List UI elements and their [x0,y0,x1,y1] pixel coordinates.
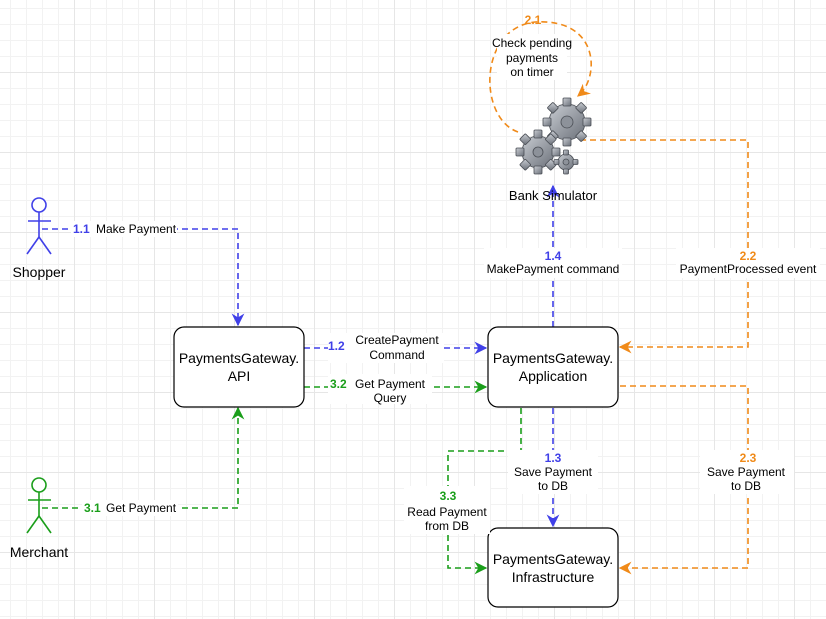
flow-2-3-label-line1: Save Payment [707,465,786,479]
flow-3-3-label-line1: Read Payment [407,505,487,519]
bank-simulator-label: Bank Simulator [509,188,598,203]
flow-2-1-label-line2: payments [506,51,558,65]
application-component[interactable]: PaymentsGateway. Application [487,326,619,408]
merchant-label: Merchant [10,544,68,560]
shopper-actor-icon [26,197,52,255]
flow-2-2-number: 2.2 [740,249,757,263]
flow-3-1-line [42,406,245,509]
flow-2-3-line [618,385,749,575]
flow-3-2-number: 3.2 [330,377,347,391]
flow-1-3-label-line1: Save Payment [514,465,593,479]
flow-2-2-label: PaymentProcessed event [680,262,817,276]
flow-1-3-label-line2: to DB [538,479,568,493]
flow-3-3-number: 3.3 [440,489,457,503]
flow-1-2-number: 1.2 [328,339,345,353]
flow-2-1-label-line3: on timer [510,65,553,79]
bank-simulator-gears-icon[interactable] [515,97,592,175]
flow-2-1-line [489,21,592,133]
api-title-line1: PaymentsGateway. [179,350,299,366]
api-title-line2: API [228,368,251,384]
flow-3-1-number: 3.1 [84,501,101,515]
flow-2-2-line [580,139,749,354]
flow-3-2-label-line2: Query [374,391,407,405]
flow-1-1-number: 1.1 [73,222,90,236]
infrastructure-component[interactable]: PaymentsGateway. Infrastructure [487,527,619,608]
flow-2-3-number: 2.3 [740,451,757,465]
flow-1-1-label: Make Payment [96,222,177,236]
flow-1-4-label: MakePayment command [487,262,620,276]
flow-2-1-number: 2.1 [525,13,542,27]
merchant-actor-icon [26,477,52,534]
flow-1-2-label-line2: Command [369,348,424,362]
flow-3-2-label-line1: Get Payment [355,377,426,391]
application-title-line2: Application [519,368,588,384]
api-component[interactable]: PaymentsGateway. API [173,326,305,408]
shopper-label: Shopper [13,264,66,280]
flow-3-3-line [447,408,522,575]
flow-2-1-label-line1: Check pending [492,36,572,50]
infrastructure-title-line2: Infrastructure [512,569,595,585]
flow-1-4-number: 1.4 [545,249,562,263]
flow-1-3-number: 1.3 [545,451,562,465]
flow-3-1-label: Get Payment [106,501,177,515]
flow-1-1-line [42,228,245,327]
infrastructure-title-line1: PaymentsGateway. [493,551,613,567]
flow-2-3-label-line2: to DB [731,479,761,493]
flow-1-2-label-line1: CreatePayment [355,333,439,347]
application-title-line1: PaymentsGateway. [493,350,613,366]
flow-3-3-label-line2: from DB [425,519,469,533]
